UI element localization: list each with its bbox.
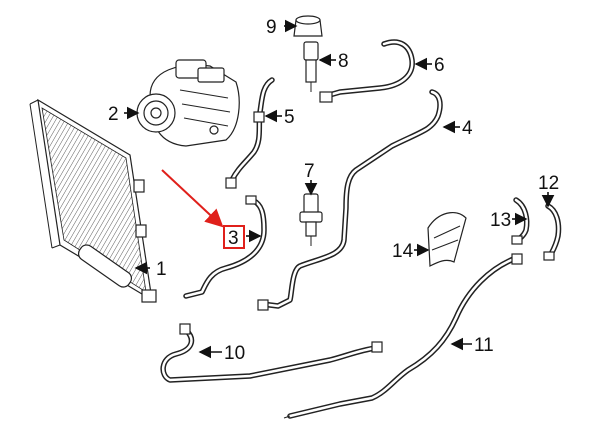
- hose-part-5: [225, 77, 275, 189]
- callout-11: 11: [474, 335, 494, 356]
- line-part-10: [160, 323, 383, 383]
- callout-12: 12: [538, 173, 559, 194]
- callout-3: 3: [228, 228, 239, 249]
- callout-4: 4: [462, 118, 473, 139]
- line-part-11: [283, 253, 523, 419]
- insulation-sleeve-part: [427, 211, 467, 267]
- hose-part-3: [183, 195, 267, 299]
- callout-2: 2: [108, 104, 119, 125]
- callout-7: 7: [304, 161, 315, 182]
- callout-8: 8: [338, 51, 349, 72]
- valve-part: [303, 41, 319, 92]
- callout-9: 9: [266, 17, 277, 38]
- callout-5: 5: [284, 107, 295, 128]
- callout-14: 14: [392, 241, 414, 262]
- line-part-4: [257, 89, 443, 311]
- line-part-12: [543, 203, 562, 261]
- bracket-part-13: [511, 197, 530, 245]
- callout-6: 6: [434, 55, 445, 76]
- line-part-6: [319, 39, 415, 103]
- condenser-part: [29, 98, 157, 303]
- pressure-switch-part: [299, 193, 323, 246]
- callout-1: 1: [156, 259, 167, 280]
- callout-13: 13: [490, 210, 511, 231]
- leader-lines: [124, 19, 555, 359]
- callout-10: 10: [224, 343, 245, 364]
- compressor-part: [136, 59, 240, 147]
- highlight-pointer-arrow: [161, 169, 224, 228]
- callout-labels: 1 2 3 4 5 6 7 8 9 10 11 12 13 14: [108, 17, 559, 364]
- highlight-box: [223, 225, 245, 249]
- cap-part: [293, 15, 323, 37]
